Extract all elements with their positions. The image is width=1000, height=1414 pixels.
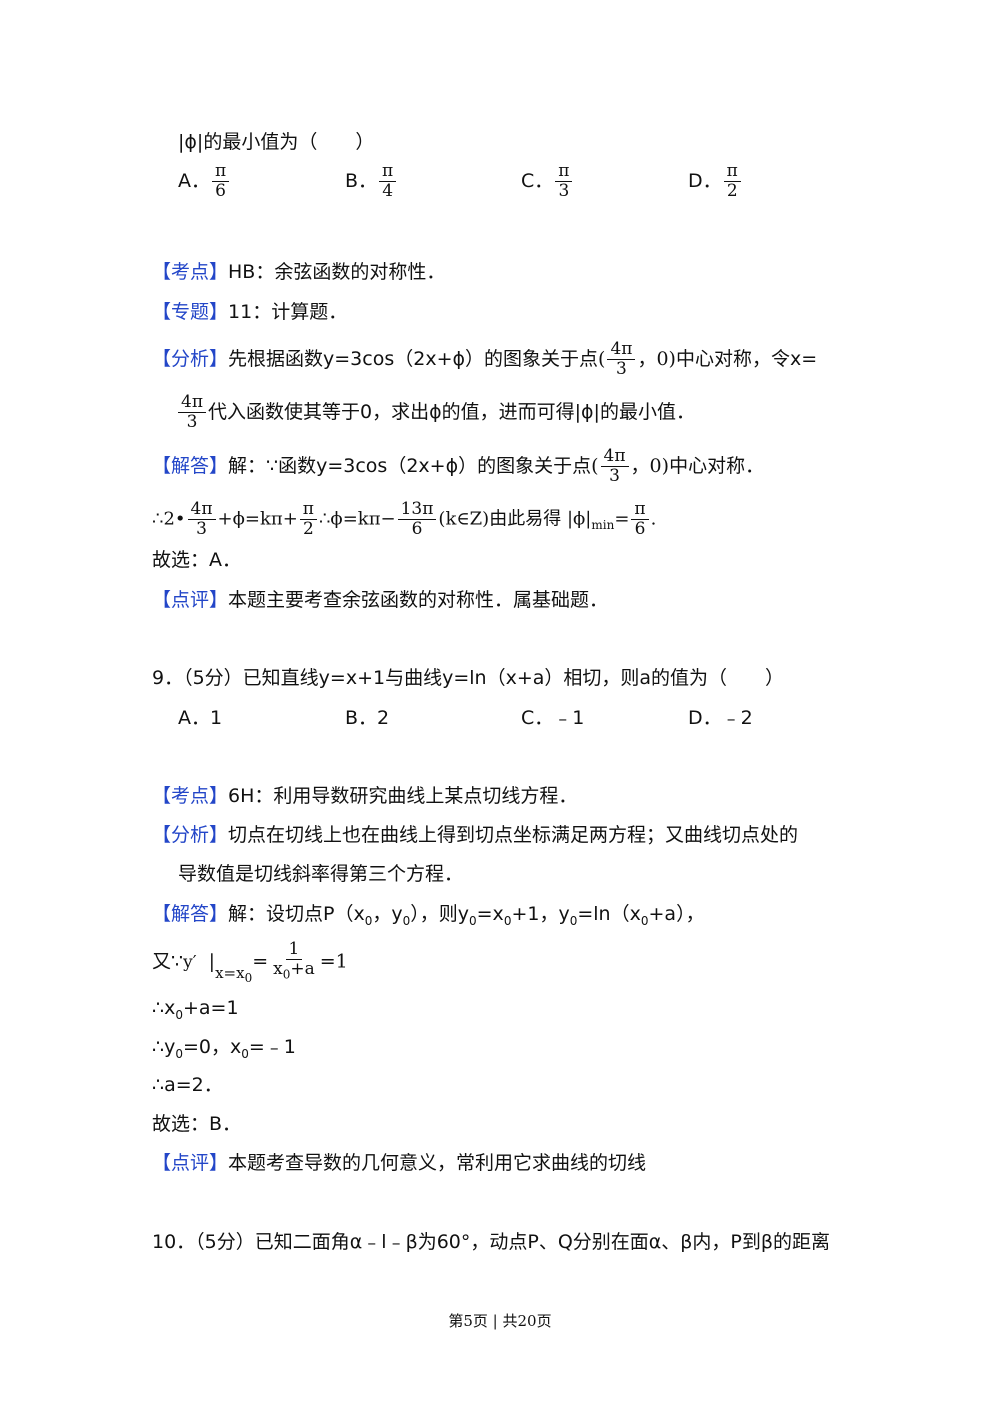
- q8-stem-tail: |ϕ|的最小值为（ ）: [178, 131, 375, 153]
- q9-guxuan: 故选：B．: [152, 1113, 242, 1135]
- q8-kaodian: 【考点】HB：余弦函数的对称性．: [152, 261, 446, 283]
- q9-fenxi: 【分析】切点在切线上也在曲线上得到切点坐标满足两方程；又曲线切点处的: [152, 824, 799, 846]
- q9-dianping: 【点评】本题考查导数的几何意义，常利用它求曲线的切线: [152, 1152, 647, 1174]
- q9-option-d[interactable]: D．﹣2: [688, 707, 753, 729]
- q9-step3: ∴a=2．: [152, 1074, 223, 1096]
- q9-option-c[interactable]: C．﹣1: [521, 707, 585, 729]
- q9-stem: 9．（5分）已知直线y=x+1与曲线y=ln（x+a）相切，则a的值为（ ）: [152, 667, 785, 689]
- q9-option-a[interactable]: A．1: [178, 707, 223, 729]
- q9-option-b[interactable]: B．2: [345, 707, 390, 729]
- q9-kaodian: 【考点】6H：利用导数研究曲线上某点切线方程．: [152, 785, 578, 807]
- q8-zhuanti: 【专题】11：计算题．: [152, 301, 348, 323]
- q10-stem: 10．（5分）已知二面角α﹣l﹣β为60°，动点P、Q分别在面α、β内，P到β的…: [152, 1231, 831, 1253]
- q9-step1: ∴x0+a=1: [152, 997, 239, 1022]
- q8-dianping: 【点评】本题主要考查余弦函数的对称性．属基础题．: [152, 589, 609, 611]
- q9-step2: ∴y0=0，x0=﹣1: [152, 1036, 296, 1061]
- q9-fenxi-cont: 导数值是切线斜率得第三个方程．: [178, 863, 464, 885]
- q9-jieda: 【解答】解：设切点P（x0，y0），则y0=x0+1，y0=ln（x0+a），: [152, 903, 705, 928]
- page-footer: 第5页 | 共20页: [448, 1312, 552, 1330]
- q8-guxuan: 故选：A．: [152, 549, 241, 571]
